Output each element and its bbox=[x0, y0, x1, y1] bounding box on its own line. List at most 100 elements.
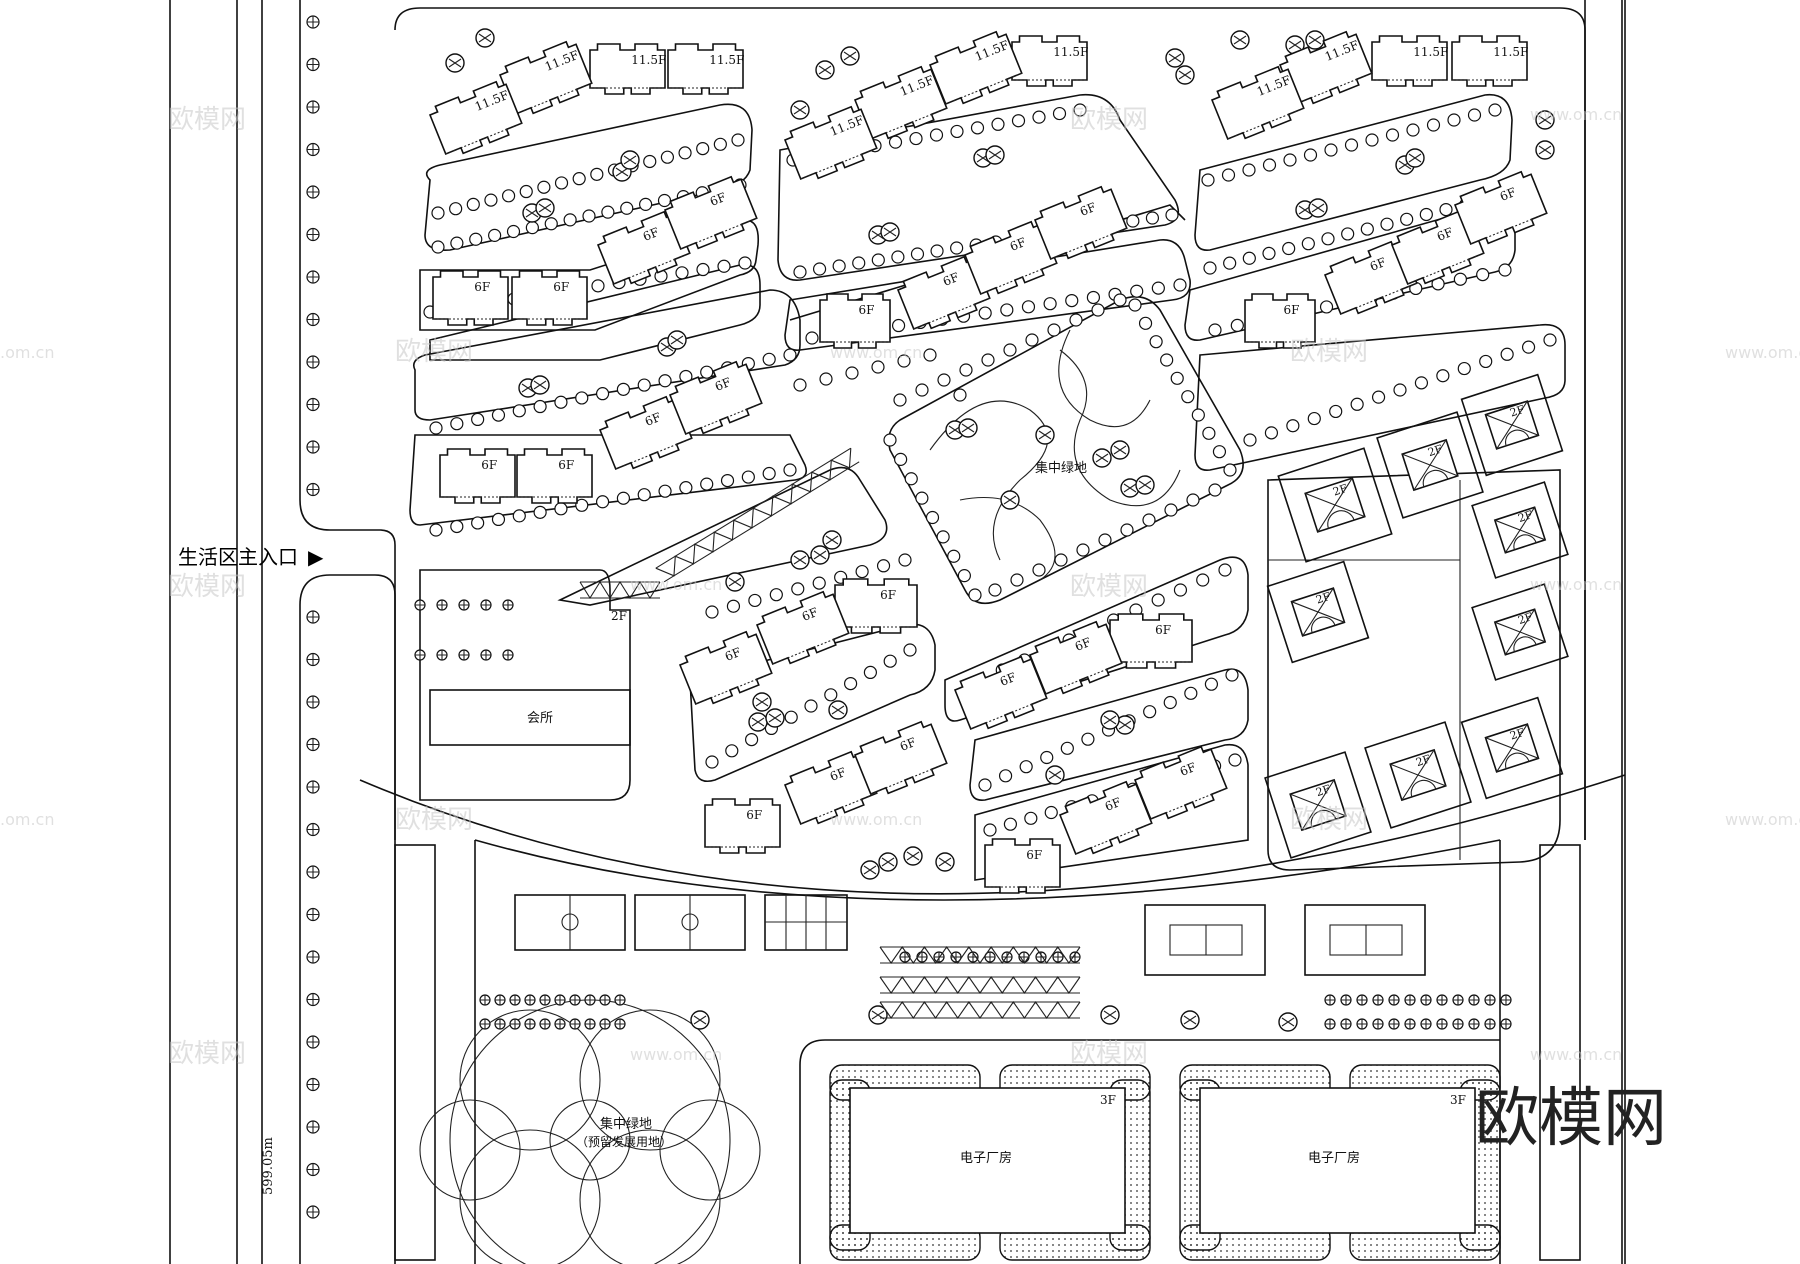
tree-icon bbox=[1223, 256, 1237, 270]
residential-building: 6F bbox=[1133, 745, 1228, 820]
floor-label: 6F bbox=[859, 303, 875, 317]
building-outline bbox=[511, 270, 588, 326]
floor-label: 6F bbox=[880, 588, 896, 602]
residential-building: 11.5F bbox=[1210, 65, 1305, 140]
tree-icon bbox=[1065, 293, 1079, 308]
villa-plot bbox=[1471, 481, 1569, 579]
floor-label: 6F bbox=[1078, 200, 1098, 219]
tree-icon bbox=[1145, 211, 1160, 225]
shrub-icon bbox=[1311, 203, 1325, 213]
watermark: 欧模网 bbox=[1070, 572, 1148, 602]
tree-icon bbox=[307, 1036, 319, 1048]
villa-plot bbox=[1460, 696, 1564, 800]
tree-icon bbox=[570, 995, 580, 1005]
floor-label: 11.5F bbox=[631, 53, 666, 67]
villa-plot bbox=[1364, 721, 1472, 829]
tree-icon bbox=[1453, 995, 1463, 1005]
villa-arch bbox=[1513, 534, 1537, 550]
shrub-icon bbox=[1113, 445, 1127, 455]
villa: 2F bbox=[1277, 447, 1393, 563]
building-terrace bbox=[870, 107, 947, 140]
floor-label: 11.5F bbox=[1413, 45, 1448, 59]
building-outline bbox=[516, 448, 593, 504]
building-outline bbox=[963, 220, 1058, 295]
building-terrace bbox=[1470, 212, 1547, 245]
tree-icon bbox=[1329, 404, 1343, 419]
shrub-icon bbox=[751, 717, 765, 727]
building-outline bbox=[432, 270, 509, 326]
floor-label: 6F bbox=[1155, 623, 1171, 637]
tree-icon bbox=[585, 1019, 595, 1029]
residential-building: 11.5F bbox=[1371, 35, 1448, 87]
residential-building: 6F bbox=[963, 220, 1058, 295]
villa-floor-label: 2F bbox=[1314, 782, 1332, 799]
tree-icon bbox=[1164, 503, 1178, 517]
tree-icon bbox=[657, 193, 672, 208]
tree-icon bbox=[1543, 333, 1557, 347]
tree-icon bbox=[600, 995, 610, 1005]
shrub-icon bbox=[825, 535, 839, 545]
tree-icon bbox=[620, 201, 634, 215]
tree-icon bbox=[307, 228, 319, 241]
tree-icon bbox=[876, 559, 891, 573]
tree-icon bbox=[307, 16, 319, 28]
tree-icon bbox=[466, 197, 480, 212]
tree-icon bbox=[572, 172, 586, 186]
building-terrace bbox=[680, 217, 757, 250]
tree-icon bbox=[1060, 741, 1074, 755]
building-terrace bbox=[970, 697, 1047, 730]
south-green bbox=[419, 999, 761, 1264]
building-outline bbox=[984, 838, 1061, 894]
residential-building: 6F bbox=[1390, 210, 1485, 285]
tree-icon bbox=[307, 781, 319, 793]
floor-label: 6F bbox=[643, 410, 663, 429]
watermark-url: www.om.cn bbox=[1530, 1045, 1622, 1064]
tree-icon bbox=[1011, 114, 1026, 128]
floor-label: 6F bbox=[474, 280, 490, 294]
tree-icon bbox=[429, 523, 443, 537]
tree-icon bbox=[852, 256, 866, 270]
residential-building: 6F bbox=[596, 210, 691, 285]
building-outline bbox=[1371, 35, 1448, 87]
tree-icon bbox=[1218, 563, 1232, 577]
tree-icon bbox=[988, 583, 1002, 597]
villa-arch bbox=[1327, 510, 1355, 529]
tree-icon bbox=[819, 372, 833, 386]
tree-icon bbox=[1357, 995, 1367, 1005]
tree-icon bbox=[968, 588, 982, 602]
shrub-icon bbox=[728, 577, 742, 587]
tree-icon bbox=[1357, 1019, 1367, 1029]
pergola bbox=[880, 976, 1080, 994]
tree-icon bbox=[1173, 278, 1187, 292]
floor-label: 6F bbox=[998, 670, 1018, 689]
building-terrace bbox=[685, 402, 762, 435]
tree-icon bbox=[1091, 303, 1105, 317]
tree-icon bbox=[519, 184, 533, 199]
building-terrace bbox=[1075, 822, 1152, 855]
south-green-label: 集中绿地 bbox=[600, 1116, 652, 1132]
tree-icon bbox=[1426, 118, 1441, 132]
shrub-icon bbox=[863, 865, 877, 875]
tree-icon bbox=[307, 738, 319, 751]
tree-icon bbox=[762, 352, 776, 366]
tree-icon bbox=[307, 1163, 319, 1176]
tree-icon bbox=[741, 470, 755, 484]
tree-icon bbox=[1142, 513, 1156, 527]
tree-icon bbox=[591, 279, 605, 293]
shrub-icon bbox=[793, 555, 807, 565]
shrub-icon bbox=[1233, 35, 1247, 45]
shrub-icon bbox=[1138, 480, 1152, 490]
tree-icon bbox=[480, 995, 490, 1005]
shrub-icon bbox=[1123, 483, 1137, 493]
pergola bbox=[879, 976, 1081, 994]
shrub-icon bbox=[1118, 720, 1132, 730]
shrub-icon bbox=[961, 423, 975, 433]
tree-icon bbox=[1076, 543, 1090, 557]
tree-icon bbox=[679, 481, 693, 495]
clubhouse-label: 会所 bbox=[527, 711, 553, 726]
tree-icon bbox=[1437, 995, 1447, 1005]
residential-building: 6F bbox=[896, 255, 991, 330]
tree-icon bbox=[1264, 426, 1279, 440]
shrub-icon bbox=[1538, 115, 1552, 125]
floor-label: 11.5F bbox=[1053, 45, 1088, 59]
